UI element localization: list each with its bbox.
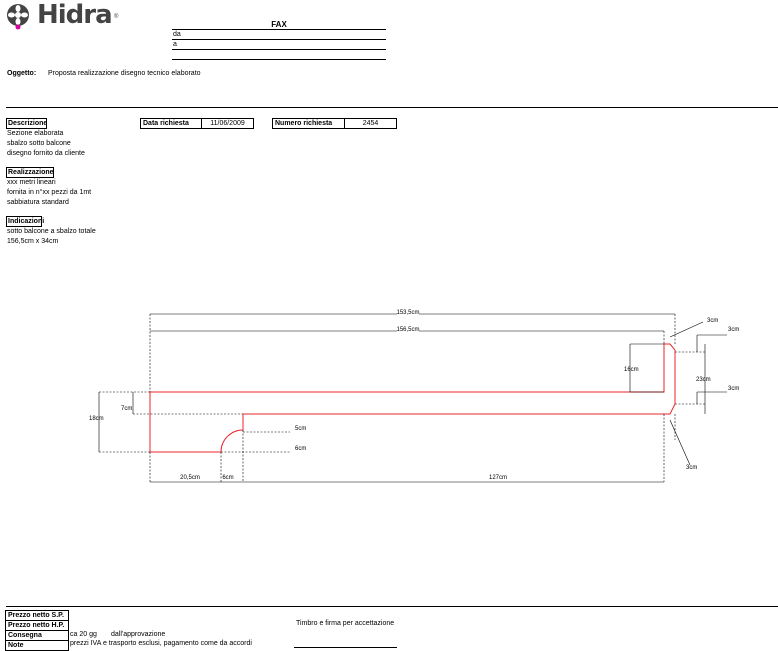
profile-outline: [149, 343, 676, 453]
realizzazione-line-2: fornita in n°xx pezzi da 1mt: [7, 189, 92, 196]
dim-20-5: 20,5cm: [180, 475, 200, 481]
footer-divider: [6, 606, 778, 607]
descrizione-line-2: sbalzo sotto balcone: [7, 140, 71, 147]
da-field-line: [172, 39, 386, 40]
dim-5: 5cm: [295, 426, 306, 432]
dim-127: 127cm: [489, 475, 507, 481]
signature-line: [294, 647, 397, 648]
fax-rule: [172, 29, 386, 30]
dim-3-top-b: 3cm: [728, 327, 739, 333]
dimension-lines: [98, 313, 727, 483]
a-label: a: [173, 41, 177, 48]
numero-richiesta-label: Numero richiesta: [272, 118, 345, 129]
header-divider: [6, 107, 778, 108]
flower-logo-icon: [7, 4, 29, 30]
a-field-line: [172, 49, 386, 50]
dim-18: 18cm: [89, 416, 104, 422]
da-label: da: [173, 31, 181, 38]
dim-6-bottom: 6cm: [222, 475, 233, 481]
dim-3-mid: 3cm: [728, 386, 739, 392]
dimension-labels: 153,5cm 156,5cm 16cm 3cm 3cm 23cm 3cm 3c…: [89, 309, 739, 481]
realizzazione-heading: Realizzazione: [6, 167, 54, 178]
note-label: Note: [5, 640, 69, 651]
data-richiesta-value: 11/06/2009: [201, 118, 254, 129]
consegna-extra: dall'approvazione: [111, 631, 166, 638]
data-richiesta-label: Data richiesta: [140, 118, 202, 129]
indicazioni-heading: Indicazioni: [6, 216, 45, 227]
technical-drawing: 153,5cm 156,5cm 16cm 3cm 3cm 23cm 3cm 3c…: [89, 309, 739, 483]
dim-153-5: 153,5cm: [396, 310, 419, 316]
dim-23: 23cm: [696, 377, 711, 383]
indicazioni-line-2: 156,5cm x 34cm: [7, 238, 59, 245]
stamp-label: Timbro e firma per accettazione: [296, 620, 395, 627]
oggetto-value: Proposta realizzazione disegno tecnico e…: [48, 70, 201, 77]
dim-6-right: 6cm: [295, 446, 306, 452]
numero-richiesta-value: 2454: [344, 118, 397, 129]
oggetto-label: Oggetto:: [7, 70, 37, 77]
note-value: prezzi IVA e trasporto esclusi, pagament…: [70, 640, 252, 647]
fax-title: FAX: [271, 20, 287, 29]
hidra-logo: Hidra ®: [5, 0, 120, 30]
realizzazione-line-1: xxx metri lineari: [7, 179, 56, 186]
dim-16: 16cm: [624, 367, 639, 373]
logo-registered-mark: ®: [114, 14, 119, 20]
logo-text: Hidra: [37, 0, 113, 30]
indicazioni-line-1: sotto balcone a sbalzo totale: [7, 228, 96, 235]
dim-3-top-a: 3cm: [707, 318, 718, 324]
descrizione-heading: Descrizione: [6, 118, 48, 129]
extra-field-line: [172, 59, 386, 60]
descrizione-line-3: disegno fornito da cliente: [7, 150, 85, 157]
extension-lines: [99, 314, 705, 482]
dim-3-bottom: 3cm: [686, 465, 697, 471]
consegna-value: ca 20 gg: [70, 631, 97, 638]
realizzazione-line-3: sabbiatura standard: [7, 199, 69, 206]
dim-7: 7cm: [121, 406, 132, 412]
dim-156-5: 156,5cm: [396, 327, 419, 333]
descrizione-line-1: Sezione elaborata: [7, 130, 64, 137]
